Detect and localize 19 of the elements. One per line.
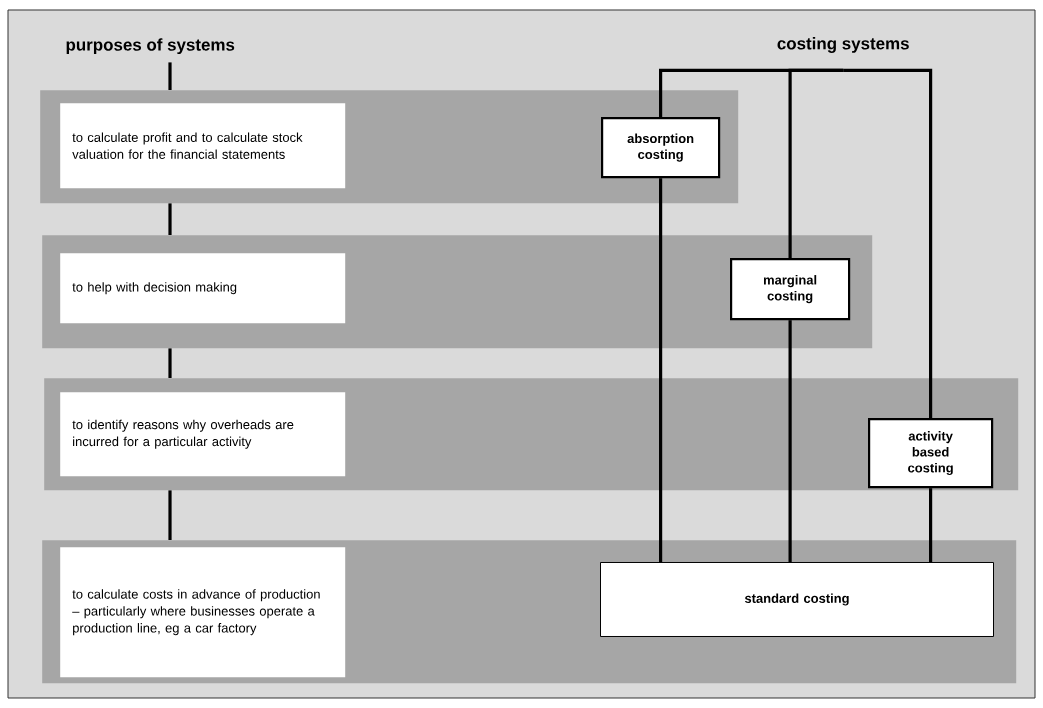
connector-line — [843, 68, 933, 418]
connector-line — [168, 62, 172, 90]
text-box: to identify reasons why overheads are incurred for a particular activity — [60, 392, 346, 477]
costing-box: marginal costing — [730, 258, 851, 321]
connector-line — [659, 178, 663, 562]
costing-box: standard costing — [600, 562, 994, 637]
connector-line — [788, 68, 844, 258]
connector-line — [929, 488, 933, 562]
text-box: to help with decision making — [60, 253, 346, 324]
costing-box: activity based costing — [868, 418, 994, 489]
heading: costing systems — [777, 37, 909, 53]
text-box: to calculate profit and to calculate stock valuation for the financial statements — [60, 103, 346, 189]
text-box: to calculate costs in advance of production – particularly where businesses operate a production line, eg a car factory — [60, 547, 346, 678]
heading: purposes of systems — [66, 38, 235, 55]
connector-line — [788, 320, 792, 562]
connector-line — [168, 348, 172, 378]
connector-line — [168, 203, 172, 235]
connector-line — [168, 490, 172, 540]
costing-box: absorption costing — [601, 117, 721, 179]
